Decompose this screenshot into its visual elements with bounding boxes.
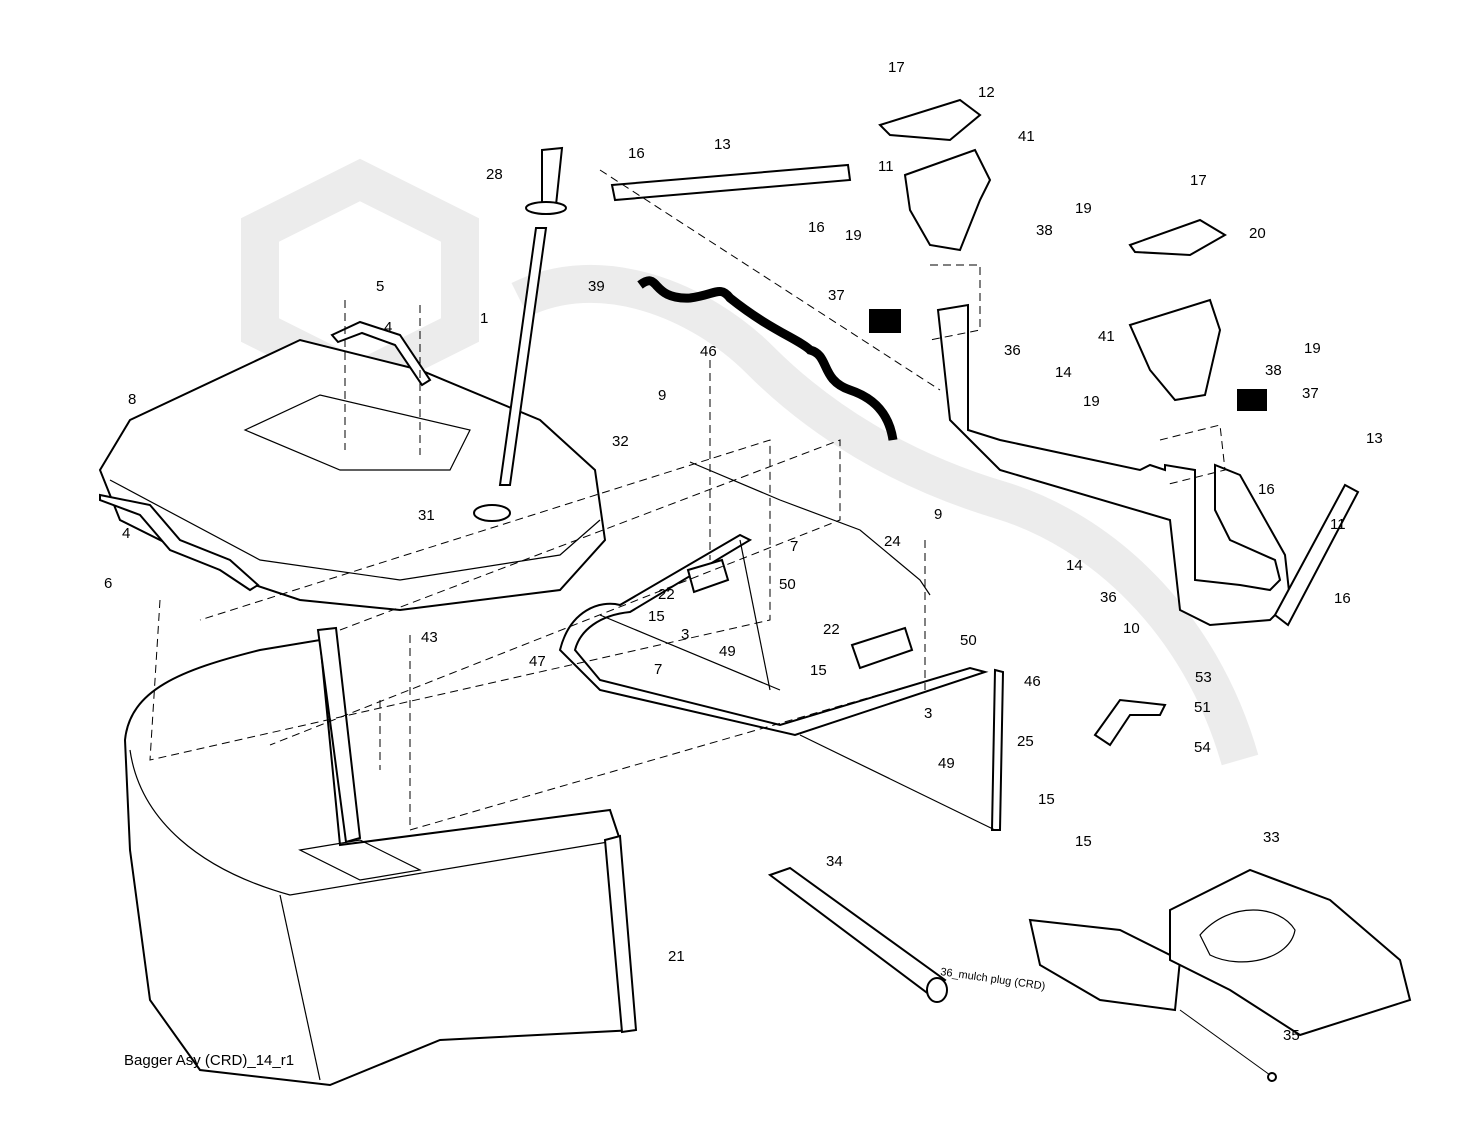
callout-5: 5 xyxy=(376,278,384,295)
callout-3: 3 xyxy=(681,626,689,643)
chute-33 xyxy=(1169,868,1412,1037)
cap xyxy=(869,309,901,333)
callout-39: 39 xyxy=(588,278,605,295)
callout-34: 34 xyxy=(826,853,843,870)
callout-32: 32 xyxy=(612,433,629,450)
callout-15: 15 xyxy=(1075,833,1092,850)
callout-22: 22 xyxy=(823,621,840,638)
callout-25: 25 xyxy=(1017,733,1034,750)
callout-8: 8 xyxy=(128,391,136,408)
callout-36: 36 xyxy=(1100,589,1117,606)
callout-37: 37 xyxy=(1302,385,1319,402)
callout-38: 38 xyxy=(1265,362,1282,379)
callout-16: 16 xyxy=(808,219,825,236)
dump-rod xyxy=(498,227,548,486)
callout-53: 53 xyxy=(1195,669,1212,686)
callout-49: 49 xyxy=(938,755,955,772)
callout-1: 1 xyxy=(480,310,488,327)
callout-50: 50 xyxy=(779,576,796,593)
callout-19: 19 xyxy=(1075,200,1092,217)
clip-12 xyxy=(878,98,982,142)
callout-22: 22 xyxy=(658,586,675,603)
callout-16: 16 xyxy=(628,145,645,162)
callout-51: 51 xyxy=(1194,699,1211,716)
callout-46: 46 xyxy=(1024,673,1041,690)
callout-19: 19 xyxy=(1304,340,1321,357)
callout-43: 43 xyxy=(421,629,438,646)
mulch-tube xyxy=(767,866,947,997)
callout-36: 36 xyxy=(1004,342,1021,359)
callout-46: 46 xyxy=(700,343,717,360)
callout-9: 9 xyxy=(658,387,666,404)
callouts: 1712131611412816193817201939537414119364… xyxy=(104,59,1383,1044)
cable xyxy=(637,276,898,441)
callout-17: 17 xyxy=(888,59,905,76)
brace-bar xyxy=(1273,483,1360,627)
callout-13: 13 xyxy=(1366,430,1383,447)
callout-16: 16 xyxy=(1334,590,1351,607)
bracket xyxy=(850,626,914,670)
callout-49: 49 xyxy=(719,643,736,660)
callout-15: 15 xyxy=(648,608,665,625)
callout-14: 14 xyxy=(1055,364,1072,381)
callout-11: 11 xyxy=(878,158,894,175)
callout-17: 17 xyxy=(1190,172,1207,189)
callout-15: 15 xyxy=(1038,791,1055,808)
callout-12: 12 xyxy=(978,84,995,101)
watermark-logo xyxy=(241,158,1259,766)
mulch-plug-note: 36_mulch plug (CRD) xyxy=(940,966,1046,993)
callout-16: 16 xyxy=(1258,481,1275,498)
bag-handle xyxy=(99,493,260,592)
callout-15: 15 xyxy=(810,662,827,679)
grass-bag xyxy=(123,626,638,1087)
callout-38: 38 xyxy=(1036,222,1053,239)
bag-frame xyxy=(558,461,1005,831)
callout-7: 7 xyxy=(790,538,798,555)
callout-19: 19 xyxy=(1083,393,1100,410)
callout-14: 14 xyxy=(1066,557,1083,574)
callout-37: 37 xyxy=(828,287,845,304)
brace-bar xyxy=(610,163,852,202)
cover-handle xyxy=(330,320,432,387)
callout-11: 11 xyxy=(1330,516,1346,533)
callout-3: 3 xyxy=(924,705,932,722)
grip xyxy=(541,146,564,208)
assembly-lines xyxy=(149,169,1226,831)
callout-47: 47 xyxy=(529,653,546,670)
bracket-51 xyxy=(1093,698,1167,747)
callout-35: 35 xyxy=(1283,1027,1300,1044)
cap xyxy=(1237,389,1267,411)
bracket-41 xyxy=(1128,298,1222,402)
callout-33: 33 xyxy=(1263,829,1280,846)
callout-31: 31 xyxy=(418,507,435,524)
callout-54: 54 xyxy=(1194,739,1211,756)
callout-41: 41 xyxy=(1098,328,1115,345)
mulch-plug xyxy=(1028,918,1182,1012)
callout-20: 20 xyxy=(1249,225,1266,242)
callout-6: 6 xyxy=(104,575,112,592)
diagram-caption: Bagger Asy (CRD)_14_r1 xyxy=(124,1052,295,1069)
callout-50: 50 xyxy=(960,632,977,649)
callout-4: 4 xyxy=(122,525,130,542)
callout-19: 19 xyxy=(845,227,862,244)
callout-24: 24 xyxy=(884,533,901,550)
callout-9: 9 xyxy=(934,506,942,523)
clip-20 xyxy=(1128,218,1227,257)
callout-13: 13 xyxy=(714,136,731,153)
bracket-41 xyxy=(903,148,992,252)
callout-7: 7 xyxy=(654,661,662,678)
callout-28: 28 xyxy=(486,166,503,183)
mount-bracket xyxy=(936,303,1292,627)
callout-21: 21 xyxy=(668,948,685,965)
callout-4: 4 xyxy=(384,319,392,336)
callout-41: 41 xyxy=(1018,128,1035,145)
callout-10: 10 xyxy=(1123,620,1140,637)
bagger-cover xyxy=(98,338,607,612)
